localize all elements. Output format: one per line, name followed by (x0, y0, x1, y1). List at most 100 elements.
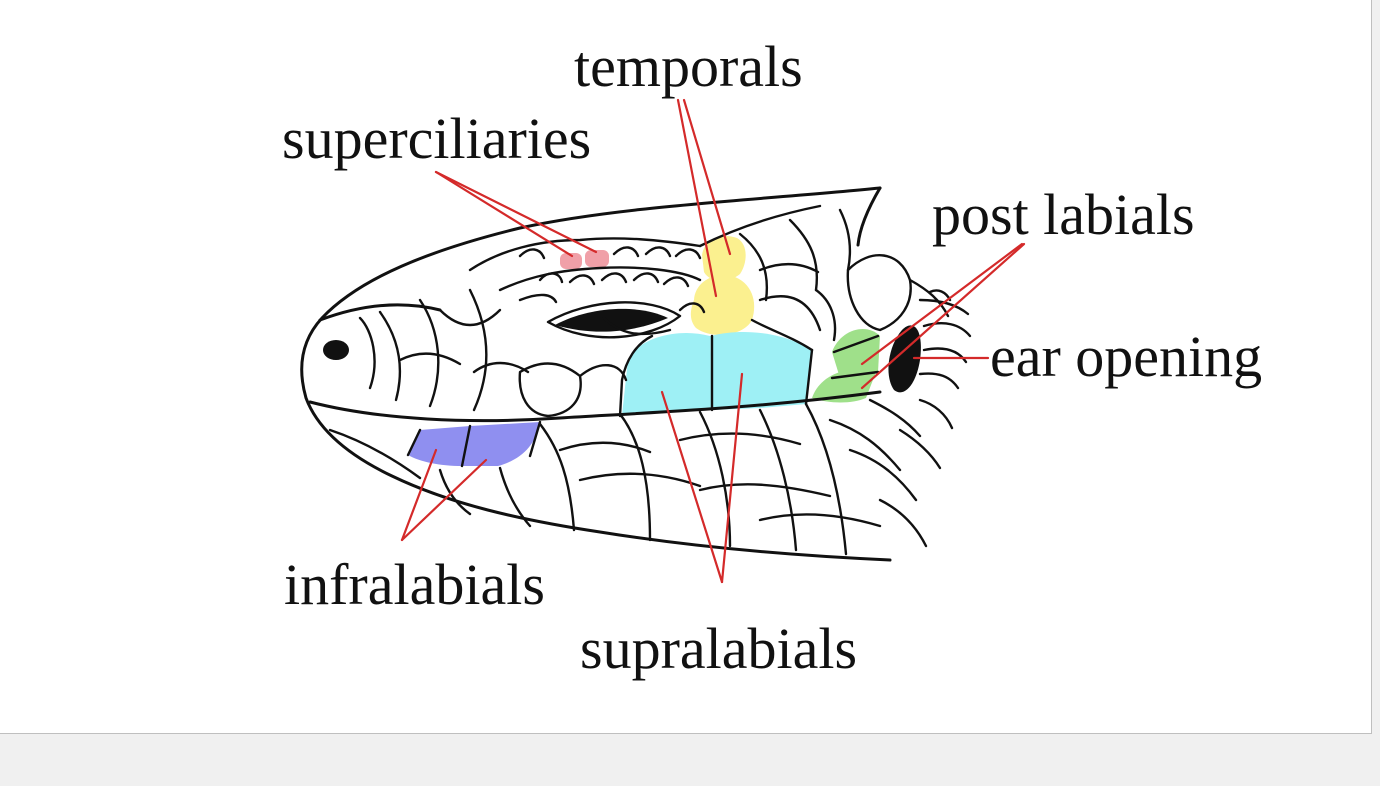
scale-line (758, 295, 822, 332)
scale-line (662, 276, 690, 288)
scale-line (472, 361, 530, 374)
scale-line (846, 254, 912, 332)
scale-line (878, 498, 928, 548)
leader-superciliaries-2 (434, 170, 598, 254)
superciliary-scale-2 (585, 250, 609, 267)
scale-line (788, 218, 819, 292)
scale-line (602, 316, 672, 336)
scale-line (418, 298, 440, 408)
scale-line (538, 422, 576, 532)
scale-line (750, 318, 814, 352)
scale-line (612, 246, 640, 258)
infralabial-scale-2 (462, 422, 540, 466)
scale-line (922, 322, 972, 338)
scale-line (814, 288, 837, 342)
snout-scale-edge (318, 303, 442, 322)
label-temporals: temporals (574, 34, 803, 99)
scale-line (918, 298, 970, 316)
leader-lines (400, 98, 1026, 584)
scale-line (358, 316, 376, 390)
viewer-footer-bar (0, 735, 1380, 786)
head-outline (300, 186, 892, 562)
scale-line (698, 483, 832, 498)
scale-line (460, 424, 472, 468)
leader-supralabials-1 (660, 390, 724, 584)
leader-superciliaries-1 (434, 170, 574, 258)
scale-line (828, 418, 902, 472)
scale-line (618, 334, 654, 418)
scale-line (922, 347, 968, 364)
leader-temporals-2 (682, 98, 732, 256)
scale-line (674, 248, 702, 260)
scale-line (758, 408, 798, 552)
mouth-line (308, 390, 882, 423)
scale-line (918, 372, 960, 390)
temporal-scale-upper (702, 235, 746, 281)
scale-line (738, 232, 769, 302)
scale-line (832, 334, 880, 354)
scale-line (868, 398, 922, 438)
scale-line (398, 352, 462, 366)
scale-line (568, 274, 596, 286)
scale-line (498, 266, 702, 292)
lizard-head-diagram: temporals superciliaries post labials ea… (282, 34, 1262, 681)
supralabial-scale-1 (622, 333, 712, 415)
label-supralabials: supralabials (580, 616, 857, 681)
neck-top-edge (856, 186, 882, 247)
scale-line (328, 428, 422, 480)
scale-line (558, 441, 652, 454)
label-infralabials: infralabials (284, 552, 545, 617)
label-ear-opening: ear opening (990, 324, 1262, 389)
leader-temporals-1 (676, 98, 718, 298)
head-scales (328, 204, 972, 556)
post-labial-scale-1 (832, 329, 880, 378)
scale-line (848, 448, 918, 502)
temporal-scales (690, 235, 755, 335)
leader-post-labials-1 (860, 242, 1024, 366)
eye (555, 308, 668, 332)
scale-line (830, 370, 880, 380)
scale-line (678, 432, 802, 446)
scale-line (538, 272, 564, 284)
scale-line (406, 428, 422, 457)
scale-line (804, 348, 814, 406)
scale-line (498, 466, 532, 528)
image-viewer: temporals superciliaries post labials ea… (0, 0, 1372, 734)
scale-line (908, 278, 950, 318)
scale-line (528, 420, 542, 458)
temporal-scale-lower (690, 275, 755, 335)
head-contour (300, 186, 892, 562)
scale-line (918, 398, 954, 430)
scale-line (378, 310, 402, 402)
scale-line (438, 468, 472, 516)
eye-rim (546, 301, 682, 339)
label-superciliaries: superciliaries (282, 106, 591, 171)
superciliary-scale-1 (560, 253, 582, 269)
label-post-labials: post labials (932, 182, 1195, 247)
leader-post-labials-2 (860, 242, 1026, 390)
supralabial-scales (622, 331, 812, 415)
scale-line (632, 272, 660, 284)
scale-line (438, 308, 502, 327)
scale-line (678, 302, 706, 314)
infralabial-scales (408, 422, 540, 466)
scale-line (758, 263, 820, 274)
leader-infralabials-2 (400, 458, 488, 542)
infralabial-scale-1 (408, 426, 470, 466)
scale-line (578, 472, 702, 488)
scale-line (468, 237, 702, 272)
scale-line (698, 204, 822, 248)
superciliary-scales (560, 250, 609, 269)
scale-line (838, 208, 852, 272)
leader-infralabials-1 (400, 448, 438, 542)
scale-line (644, 246, 672, 258)
scale-line (518, 248, 546, 260)
scale-line (518, 362, 582, 418)
scale-line (804, 402, 848, 556)
scale-line (518, 293, 558, 304)
scale-line (578, 363, 628, 382)
scale-line (618, 412, 652, 542)
scale-line (898, 428, 942, 470)
scale-line (698, 410, 732, 548)
leader-supralabials-2 (720, 372, 744, 584)
